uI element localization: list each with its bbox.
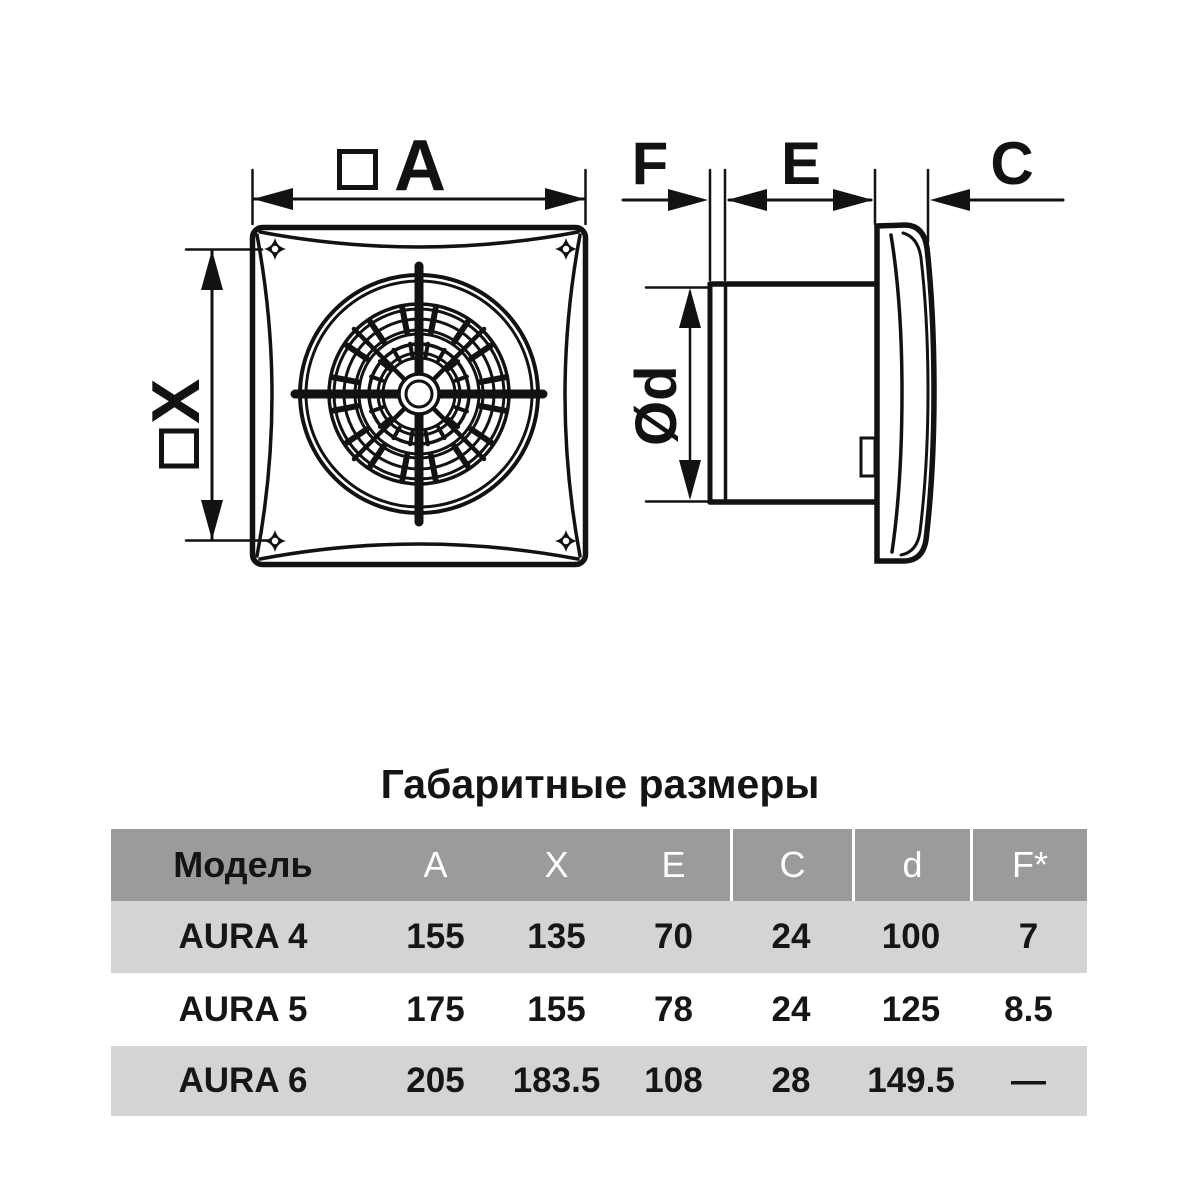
fan-duct — [707, 281, 879, 505]
value-c: 24 — [771, 989, 811, 1029]
value-a: 175 — [406, 989, 465, 1029]
dimension-fec: F E C — [621, 130, 1065, 282]
model-name: AURA 6 — [178, 1061, 308, 1100]
value-d: 100 — [881, 917, 941, 956]
value-d: 125 — [881, 989, 941, 1029]
col-header-model: Модель — [173, 844, 313, 885]
front-view: A X — [138, 126, 589, 568]
value-a: 205 — [406, 1061, 465, 1100]
dim-label-a: A — [394, 126, 446, 206]
value-e: 108 — [644, 1061, 703, 1100]
value-a: 155 — [406, 917, 465, 956]
col-header-a: A — [423, 844, 448, 885]
value-x: 183.5 — [512, 1061, 601, 1100]
value-x: 155 — [527, 989, 586, 1029]
col-header-e: E — [661, 844, 686, 885]
table-row: AURA 6 205 183.5 108 28 149.5 — — [111, 1046, 1087, 1116]
frame-edge-curves — [255, 230, 582, 561]
value-f: 7 — [1018, 917, 1039, 956]
value-e: 78 — [654, 989, 693, 1029]
table-row: AURA 5 175 155 78 24 125 8.5 — [111, 973, 1087, 1046]
dim-label-diameter: Ød — [624, 365, 689, 446]
side-view: F E C Ød — [621, 130, 1065, 564]
dimensions-table: Модель A X E C d F* AURA 4 155 135 70 24… — [111, 829, 1087, 1116]
table-header-row: Модель A X E C d F* — [111, 829, 1087, 901]
model-name: AURA 5 — [178, 989, 308, 1029]
value-c: 24 — [771, 917, 811, 956]
col-header-f: F* — [970, 829, 1087, 901]
value-c: 28 — [771, 1061, 811, 1100]
fan-grille — [290, 261, 548, 527]
model-name: AURA 4 — [178, 917, 308, 956]
table-row: AURA 4 155 135 70 24 100 7 — [111, 901, 1087, 973]
value-f: 8.5 — [1004, 989, 1053, 1029]
dimension-drawing: A X — [138, 126, 1065, 568]
dimension-d: Ød — [624, 286, 709, 503]
value-f: — — [1011, 1061, 1046, 1100]
dim-label-f: F — [632, 130, 669, 197]
dim-label-c: C — [990, 130, 1033, 197]
square-symbol — [159, 428, 199, 469]
value-d: 149.5 — [867, 1061, 955, 1100]
col-header-c: C — [730, 829, 852, 901]
value-e: 70 — [654, 917, 693, 956]
dim-label-e: E — [781, 130, 821, 197]
table-title: Габаритные размеры — [380, 761, 820, 807]
dim-label-x: X — [138, 379, 214, 424]
dimension-a: A — [251, 126, 587, 226]
duct-clip — [859, 436, 877, 478]
col-header-d: d — [852, 829, 970, 901]
dimension-x: X — [138, 248, 270, 542]
square-symbol — [337, 149, 378, 190]
fan-cover — [874, 222, 937, 564]
value-x: 135 — [527, 917, 586, 956]
col-header-x: X — [544, 844, 569, 885]
